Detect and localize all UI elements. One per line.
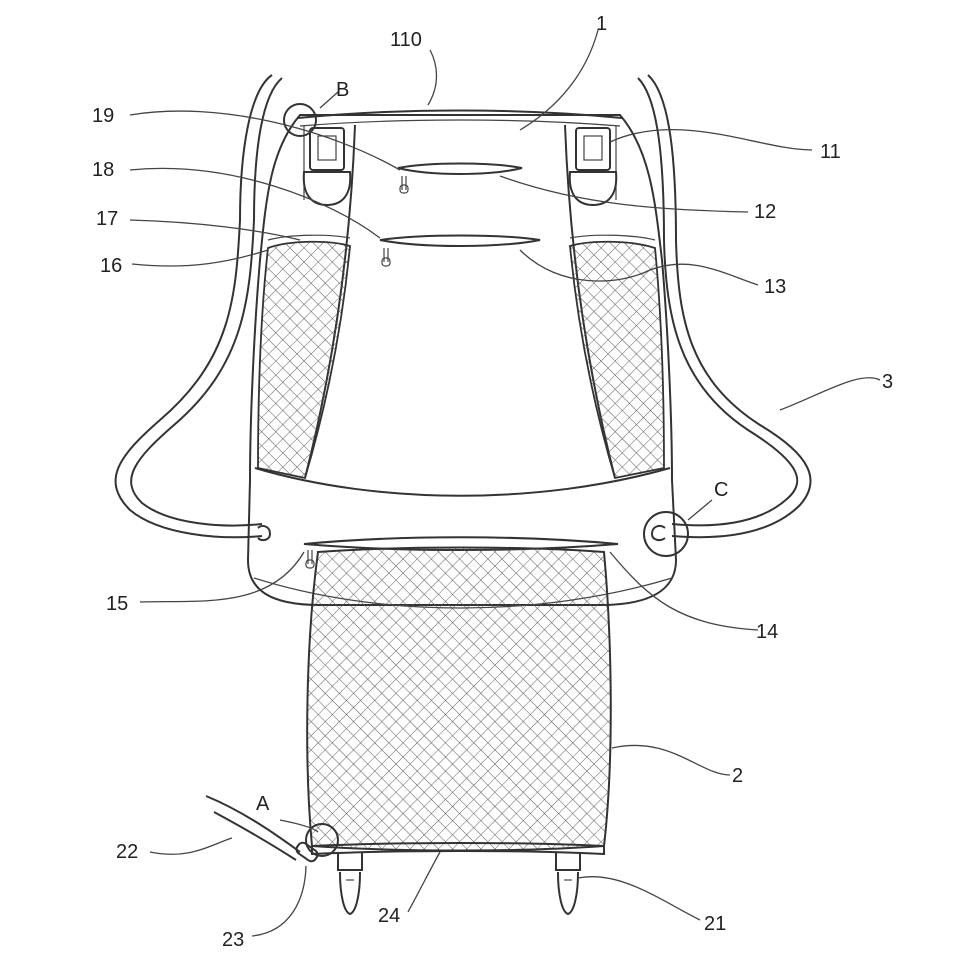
label-b: B xyxy=(336,79,349,101)
label-16: 16 xyxy=(100,255,122,277)
top-edge-110 xyxy=(297,109,623,119)
label-c: C xyxy=(714,479,728,501)
label-22: 22 xyxy=(116,841,138,863)
detail-circle-a xyxy=(305,823,339,857)
label-3: 3 xyxy=(882,371,893,393)
label-23: 23 xyxy=(222,929,244,951)
label-110: 110 xyxy=(390,29,422,51)
label-a: A xyxy=(256,793,270,815)
detail-circle-c xyxy=(643,511,689,557)
zipper-upper xyxy=(397,162,523,194)
mesh-bag-bottom-band-24 xyxy=(311,842,605,856)
d-ring-left xyxy=(302,127,352,207)
side-mesh-pocket-left xyxy=(257,240,351,480)
label-24: 24 xyxy=(378,905,400,927)
foot-left xyxy=(337,852,363,916)
d-ring-right xyxy=(568,127,618,207)
label-19: 19 xyxy=(92,105,114,127)
label-18: 18 xyxy=(92,159,114,181)
side-mesh-pocket-right xyxy=(569,240,665,480)
bag-front-panel-curve xyxy=(254,467,671,497)
foot-right xyxy=(555,852,581,916)
zipper-lower xyxy=(379,234,541,267)
shoulder-strap-right xyxy=(637,74,812,539)
shoulder-strap-left xyxy=(114,74,283,539)
label-17: 17 xyxy=(96,208,118,230)
label-15: 15 xyxy=(106,593,128,615)
leader-lines xyxy=(129,29,881,937)
label-13: 13 xyxy=(764,276,786,298)
detail-circle-b xyxy=(283,103,317,137)
hanging-mesh-bag xyxy=(306,546,612,852)
label-2: 2 xyxy=(732,765,743,787)
label-21: 21 xyxy=(704,913,726,935)
drawcord xyxy=(205,795,319,863)
label-14: 14 xyxy=(756,621,778,643)
label-11: 11 xyxy=(820,141,841,163)
label-12: 12 xyxy=(754,201,776,223)
label-1: 1 xyxy=(596,13,607,35)
